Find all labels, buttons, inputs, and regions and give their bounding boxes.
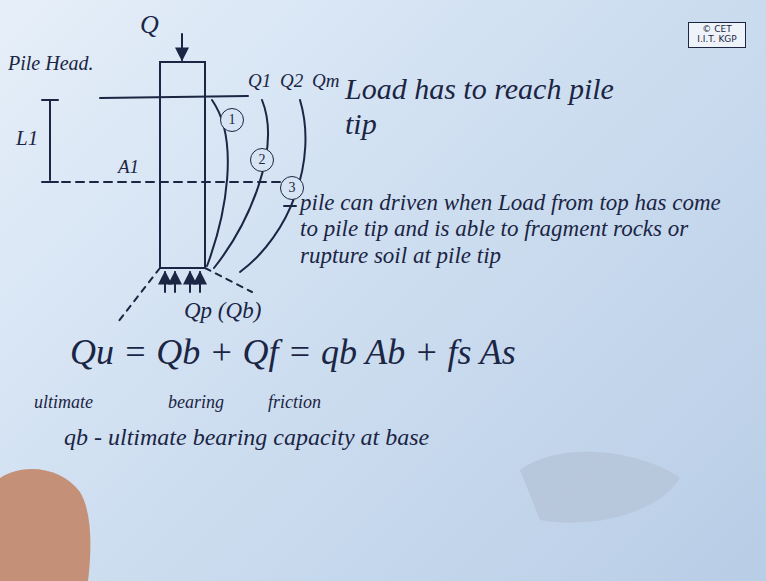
failure-line xyxy=(118,268,160,322)
annotation: Q2 xyxy=(280,70,303,92)
callout-circle: 1 xyxy=(220,108,244,132)
annotation: ultimate xyxy=(34,392,93,413)
annotation: Qp (Qb) xyxy=(184,298,261,324)
reaction-arrow xyxy=(199,272,201,292)
dimension-tick xyxy=(42,99,58,101)
annotation: Qm xyxy=(312,70,339,92)
annotation: Pile Head. xyxy=(8,52,94,75)
annotation: friction xyxy=(268,392,321,413)
annotation: Q xyxy=(140,10,159,40)
copyright-logo: © CET I.I.T. KGP xyxy=(688,22,746,48)
dimension-tick xyxy=(42,181,58,183)
annotation: bearing xyxy=(168,392,224,413)
callout-number: 3 xyxy=(289,180,296,195)
callout-circle: 2 xyxy=(250,148,274,172)
dimension-line xyxy=(49,100,51,180)
hand xyxy=(0,469,90,581)
annotation: A1 xyxy=(118,156,139,178)
ground-line xyxy=(100,96,248,98)
failure-line xyxy=(205,268,252,292)
leader-line xyxy=(284,205,296,207)
callout-number: 1 xyxy=(229,112,236,127)
section-dashed-line xyxy=(62,181,300,183)
annotation: L1 xyxy=(16,126,38,150)
load-arrow xyxy=(181,34,183,60)
callout-number: 2 xyxy=(259,152,266,167)
callout-circle: 3 xyxy=(280,176,304,200)
annotation: Q1 xyxy=(248,70,271,92)
hand-shadow xyxy=(520,452,680,523)
annotation: Load has to reach pile tip xyxy=(345,72,645,141)
logo-text: © CET I.I.T. KGP xyxy=(692,25,742,45)
load-transfer-curve xyxy=(214,100,268,268)
note: pile can driven when Load from top has c… xyxy=(300,190,740,269)
reaction-arrow xyxy=(189,272,191,292)
reaction-arrow xyxy=(164,272,166,292)
pile-shaft xyxy=(160,62,205,268)
formula: Qu = Qb + Qf = qb Ab + fs As xyxy=(70,332,516,373)
note: qb - ultimate bearing capacity at base xyxy=(64,424,429,452)
reaction-arrow xyxy=(174,272,176,292)
load-transfer-curve xyxy=(240,100,305,272)
